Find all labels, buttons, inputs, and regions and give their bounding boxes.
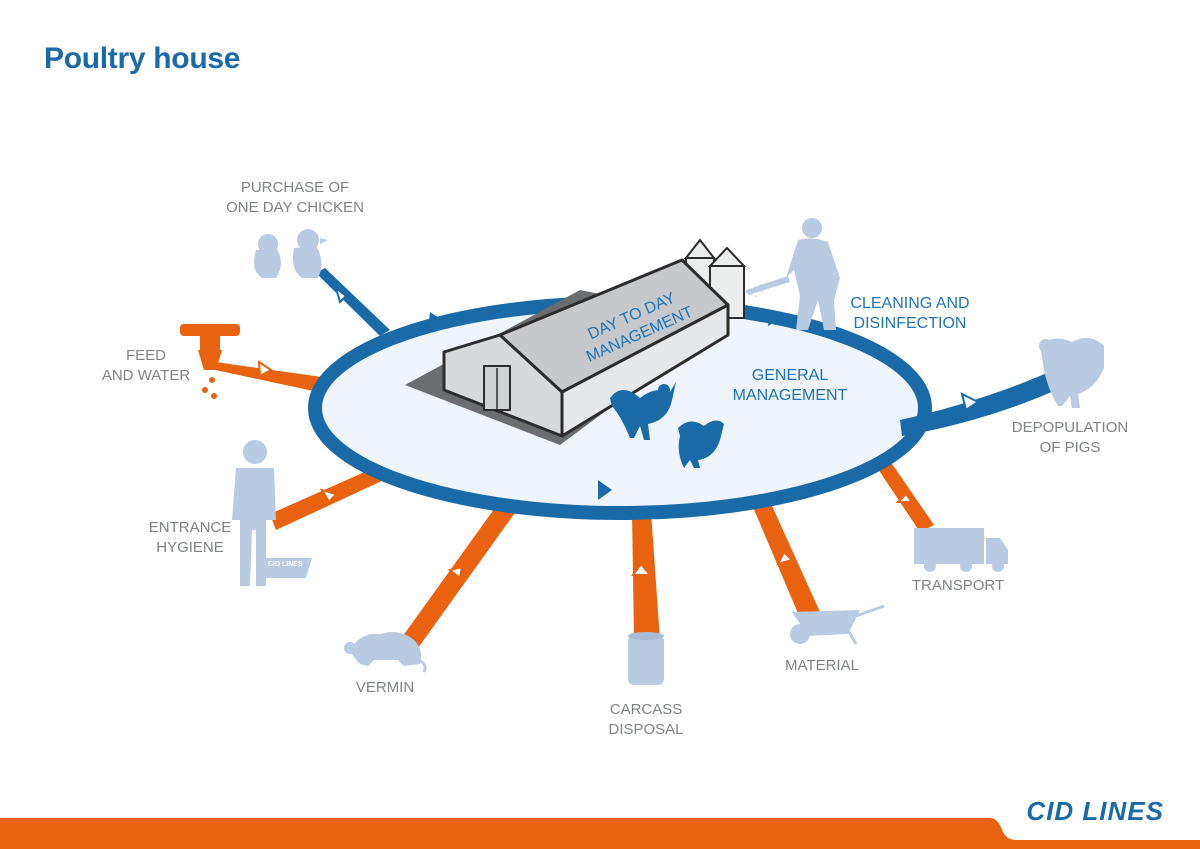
spoke-transport [872,455,934,532]
vermin-label: VERMIN [355,679,415,696]
truck-icon [914,528,1008,572]
ring-arrows [428,310,782,500]
rat-icon [344,632,427,673]
cleaner-icon [746,218,840,330]
general-management-label: GENERAL MANAGEMENT [732,367,848,404]
cleaning-label: CLEANING AND DISINFECTION [850,295,970,332]
page-title: Poultry house [44,42,241,75]
bin-icon [628,632,664,685]
wheelbarrow-icon [790,604,885,645]
transport-label: TRANSPORT [911,577,1005,594]
person-icon [232,440,312,586]
entrance-mat-text: CID LINES [268,561,303,568]
depopulation-label: DEPOPULATION OF PIGS [1011,419,1129,456]
spoke-feed [206,361,322,392]
tap-icon [180,324,240,399]
chick-icon [254,229,328,278]
footer-bar [0,818,1200,849]
material-label: MATERIAL [785,657,859,674]
entrance-label: ENTRANCE HYGIENE [148,519,232,556]
inbound-arrows [257,360,914,580]
logo: CID LINES [1026,796,1164,826]
hen-icon-inside [610,382,724,468]
spoke-purchase [316,268,390,336]
feed-label: FEED AND WATER [101,347,191,384]
spoke-depopulation [900,362,1078,436]
purchase-label: PURCHASE OF ONE DAY CHICKEN [226,179,364,216]
hen-icon [1039,337,1104,408]
poultry-house-icon [442,258,730,438]
carcass-label: CARCASS DISPOSAL [608,701,684,738]
